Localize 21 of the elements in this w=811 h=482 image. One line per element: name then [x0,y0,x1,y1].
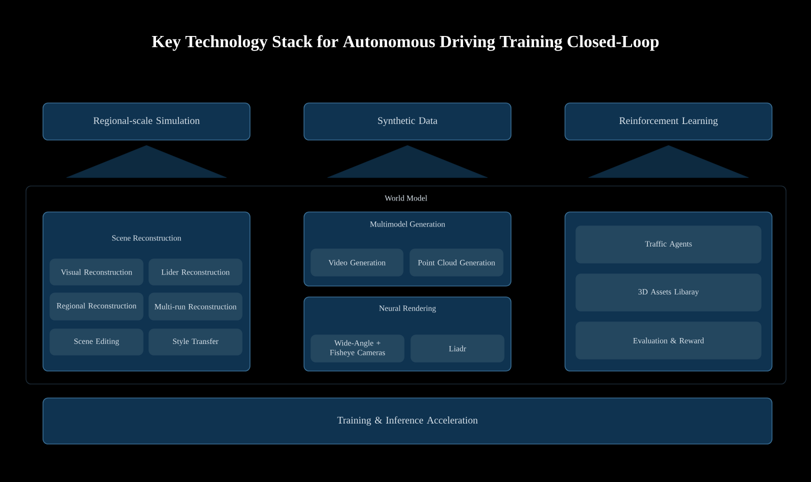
module-box: Visual Reconstruction [50,258,144,286]
layer-box: Synthetic Data [304,102,512,140]
module-box: Scene Editing [50,328,144,356]
module-box: Video Generation [310,248,404,276]
module-box: Style Transfer [148,328,242,356]
module-box: Wide-Angle + Fisheye Cameras [310,334,404,362]
module-box: Point Cloud Generation [410,248,504,276]
triangle-arrow [66,145,227,178]
title: Key Technology Stack for Autonomous Driving Training Closed-Loop [152,35,659,51]
layer-box: Regional-scale Simulation [42,102,250,140]
module-box: 3D Assets Libaray [576,274,762,312]
module-box: Evaluation & Reward [576,322,762,360]
module-box: Traffic Agents [576,226,762,264]
module-box: Lider Reconstruction [148,258,242,286]
triangle-arrow [327,145,488,178]
module-box: Liadr [410,334,504,362]
layer-box: Reinforcement Learning [564,102,772,140]
module-box: Regional Reconstruction [50,292,144,320]
module-box: Multi-run Reconstruction [148,292,242,320]
triangle-arrow [588,145,749,178]
layer-box: Training & Inference Acceleration [42,398,772,444]
